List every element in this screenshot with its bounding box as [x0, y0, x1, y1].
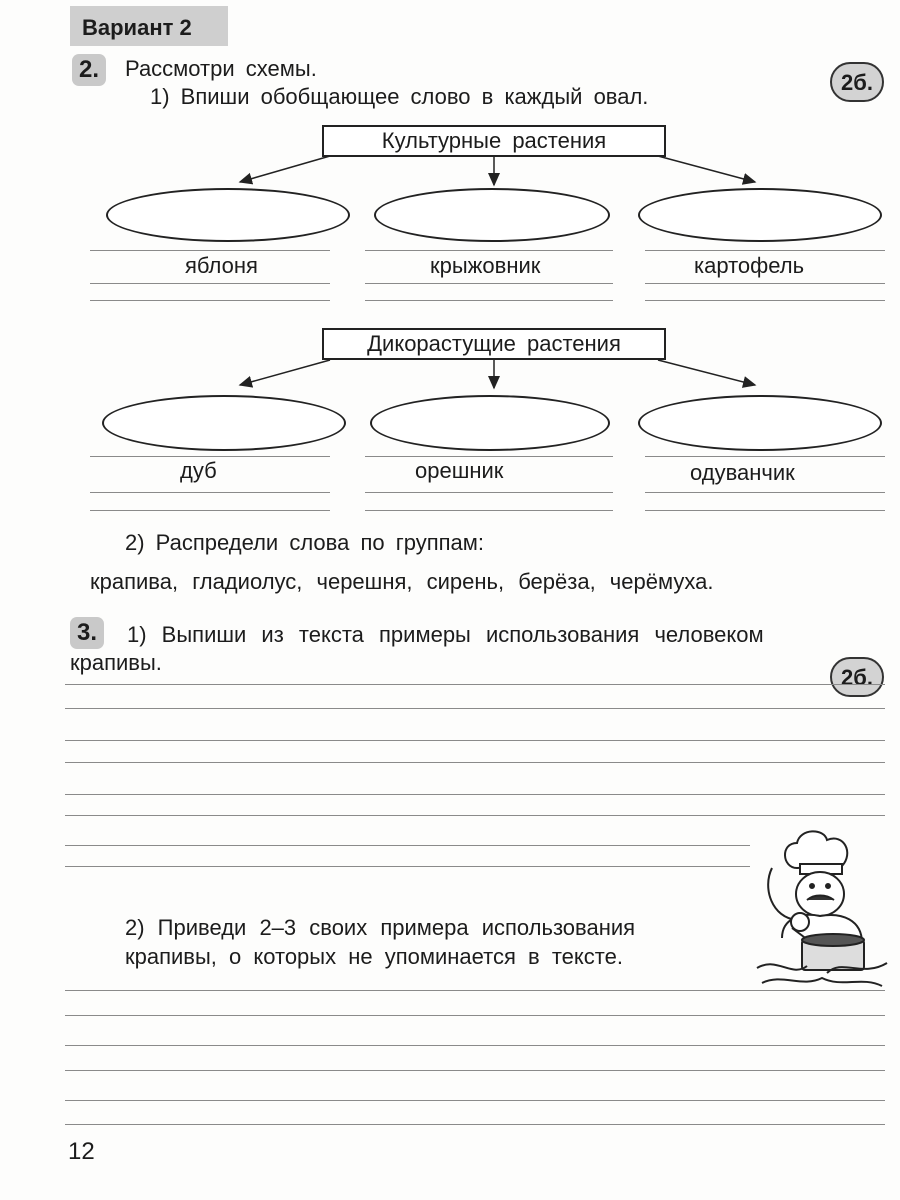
variant-header: Вариант 2: [70, 6, 228, 46]
task2-words: крапива, гладиолус, черешня, сирень, бер…: [90, 569, 714, 594]
writing-line[interactable]: [65, 1070, 885, 1071]
writing-line[interactable]: [65, 1124, 885, 1125]
writing-line[interactable]: [65, 815, 885, 816]
oval-input[interactable]: [374, 188, 610, 242]
writing-line[interactable]: [90, 300, 330, 301]
writing-line[interactable]: [365, 300, 613, 301]
writing-line[interactable]: [90, 510, 330, 511]
writing-line[interactable]: [365, 456, 613, 457]
oval-input[interactable]: [106, 188, 350, 242]
scheme1-label: картофель: [694, 253, 805, 278]
oval-input[interactable]: [638, 395, 882, 451]
writing-line[interactable]: [65, 684, 885, 685]
writing-line[interactable]: [365, 510, 613, 511]
scheme2-label: орешник: [415, 458, 504, 483]
chef-illustration: [756, 830, 888, 987]
writing-line[interactable]: [65, 990, 885, 991]
arrow-right: [657, 359, 757, 388]
scheme2-label: одуванчик: [690, 460, 795, 485]
writing-line[interactable]: [65, 845, 750, 846]
arrow-left: [238, 359, 331, 388]
arrow-right: [657, 155, 757, 185]
writing-line[interactable]: [65, 708, 885, 709]
writing-line[interactable]: [90, 492, 330, 493]
scheme1-title-box: Культурные растения: [322, 125, 666, 157]
writing-line[interactable]: [90, 283, 330, 284]
task2-step1: 1) Впиши обобщающее слово в каждый овал.: [150, 84, 649, 109]
writing-line[interactable]: [65, 866, 750, 867]
scheme2-title-box: Дикорастущие растения: [322, 328, 666, 360]
task-number-3: 3.: [70, 617, 104, 649]
task2-title: Рассмотри схемы.: [125, 56, 317, 81]
writing-line[interactable]: [645, 283, 885, 284]
task3-step2-line1: 2) Приведи 2–3 своих примера использован…: [125, 915, 636, 940]
task3-step1-line2: крапивы.: [70, 650, 162, 675]
writing-line[interactable]: [645, 250, 885, 251]
points-badge-task2: 2б.: [830, 62, 884, 102]
scheme1-label: яблоня: [185, 253, 258, 278]
task-number-2: 2.: [72, 54, 106, 86]
task3-step2-line2: крапивы, о которых не упоминается в текс…: [125, 944, 623, 969]
writing-line[interactable]: [645, 510, 885, 511]
oval-input[interactable]: [638, 188, 882, 242]
writing-line[interactable]: [65, 1100, 885, 1101]
writing-line[interactable]: [65, 740, 885, 741]
points-badge-task3: 2б.: [830, 657, 884, 697]
writing-line[interactable]: [365, 250, 613, 251]
oval-input[interactable]: [370, 395, 610, 451]
writing-line[interactable]: [90, 250, 330, 251]
writing-line[interactable]: [645, 456, 885, 457]
scheme2-label: дуб: [180, 458, 217, 483]
writing-line[interactable]: [65, 794, 885, 795]
writing-line[interactable]: [65, 762, 885, 763]
writing-line[interactable]: [645, 300, 885, 301]
writing-line[interactable]: [65, 1045, 885, 1046]
writing-line[interactable]: [365, 492, 613, 493]
task3-step1-line1: 1) Выпиши из текста примеры использовани…: [127, 622, 764, 647]
writing-line[interactable]: [365, 283, 613, 284]
chef-hat-icon: [784, 830, 849, 870]
scheme1-label: крыжовник: [430, 253, 541, 278]
scheme-arrows: [238, 155, 757, 390]
writing-line[interactable]: [645, 492, 885, 493]
page-number: 12: [68, 1138, 95, 1165]
task2-step2: 2) Распредели слова по группам:: [125, 530, 485, 555]
writing-line[interactable]: [90, 456, 330, 457]
oval-input[interactable]: [102, 395, 346, 451]
arrow-left: [238, 155, 331, 185]
writing-line[interactable]: [65, 1015, 885, 1016]
